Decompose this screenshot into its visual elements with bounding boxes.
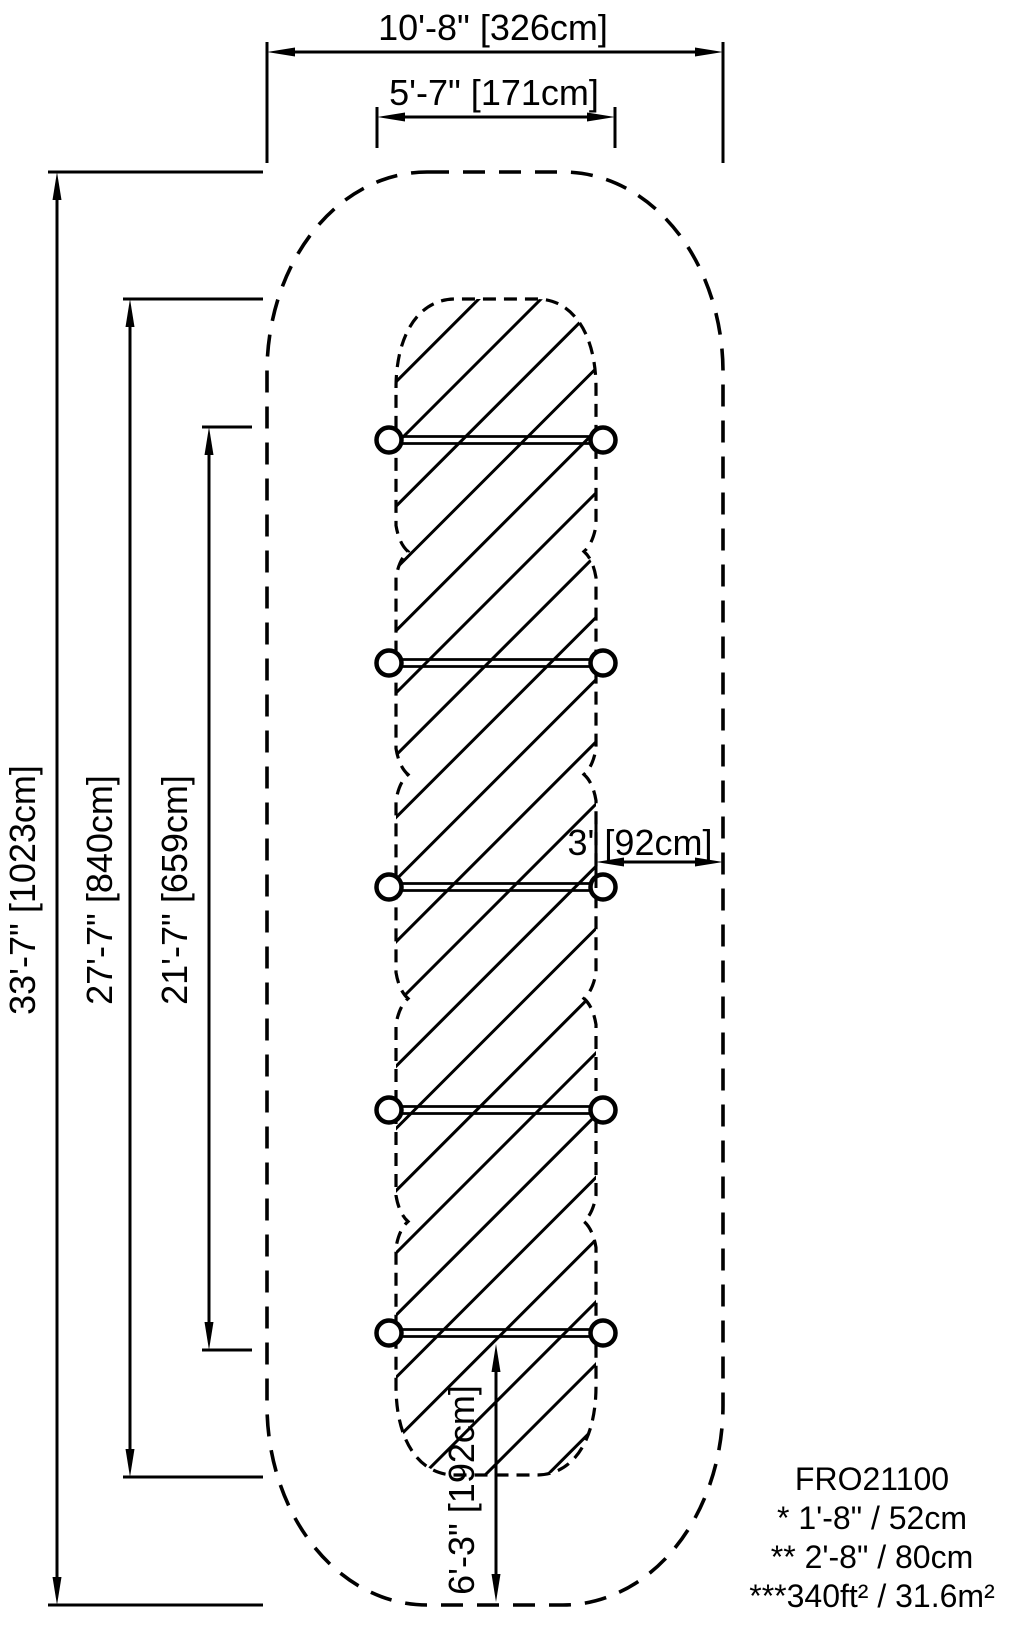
rung-4 bbox=[374, 1095, 618, 1125]
rung-5-right-cap bbox=[588, 1318, 618, 1348]
dim-overall-length-label: 33'-7" [1023cm] bbox=[2, 765, 43, 1015]
arrow-up-icon bbox=[52, 172, 62, 200]
arrow-down-icon bbox=[491, 1574, 501, 1602]
rung-3-right-cap bbox=[588, 872, 618, 902]
dim-end-clearance bbox=[491, 1344, 501, 1602]
safety-zone-outline bbox=[265, 170, 725, 1607]
arrow-down-icon bbox=[52, 1577, 62, 1605]
dim-inner-width bbox=[375, 107, 617, 148]
footnote-3: ***340ft² / 31.6m² bbox=[749, 1578, 995, 1614]
rung-1 bbox=[374, 425, 618, 455]
dim-side-clearance bbox=[594, 820, 723, 888]
arrow-right-icon bbox=[587, 112, 615, 122]
rung-1-right-cap bbox=[588, 425, 618, 455]
dim-side-clearance-label: 3' [92cm] bbox=[568, 822, 713, 863]
arrow-left-icon bbox=[267, 47, 295, 57]
rung-4-right-cap bbox=[588, 1095, 618, 1125]
product-code: FRO21100 bbox=[795, 1461, 949, 1497]
rungs bbox=[374, 425, 618, 1348]
arrow-up-icon bbox=[125, 299, 135, 327]
arrow-right-icon bbox=[695, 47, 723, 57]
arrow-right-icon bbox=[695, 857, 723, 867]
climber-area-outline bbox=[394, 297, 598, 1477]
footnote-1: * 1'-8" / 52cm bbox=[777, 1500, 967, 1536]
legend-block: FRO21100 * 1'-8" / 52cm ** 2'-8" / 80cm … bbox=[749, 1461, 995, 1614]
rung-2-right-cap bbox=[588, 648, 618, 678]
rung-1-left-cap bbox=[374, 425, 404, 455]
rung-3-left-cap bbox=[374, 872, 404, 902]
rung-5-left-cap bbox=[374, 1318, 404, 1348]
rung-3 bbox=[374, 872, 618, 902]
rung-2 bbox=[374, 648, 618, 678]
arrow-down-icon bbox=[125, 1449, 135, 1477]
arrow-left-icon bbox=[596, 857, 624, 867]
dim-inner-length bbox=[123, 297, 263, 1479]
arrow-up-icon bbox=[204, 427, 214, 455]
dim-overall-width-label: 10'-8" [326cm] bbox=[378, 7, 608, 48]
dim-overall-width bbox=[265, 42, 725, 163]
dim-end-clearance-label: 6'-3" [192cm] bbox=[441, 1385, 482, 1595]
dim-overall-length bbox=[48, 170, 263, 1607]
arrow-down-icon bbox=[204, 1322, 214, 1350]
dim-rung-span-label: 21'-7" [659cm] bbox=[154, 775, 195, 1005]
dim-inner-width-label: 5'-7" [171cm] bbox=[389, 72, 599, 113]
rung-2-left-cap bbox=[374, 648, 404, 678]
dim-inner-length-label: 27'-7" [840cm] bbox=[79, 775, 120, 1005]
footnote-2: ** 2'-8" / 80cm bbox=[771, 1539, 973, 1575]
rung-5 bbox=[374, 1318, 618, 1348]
arrow-up-icon bbox=[491, 1344, 501, 1372]
dim-rung-span bbox=[202, 425, 252, 1352]
rung-4-left-cap bbox=[374, 1095, 404, 1125]
arrow-left-icon bbox=[377, 112, 405, 122]
